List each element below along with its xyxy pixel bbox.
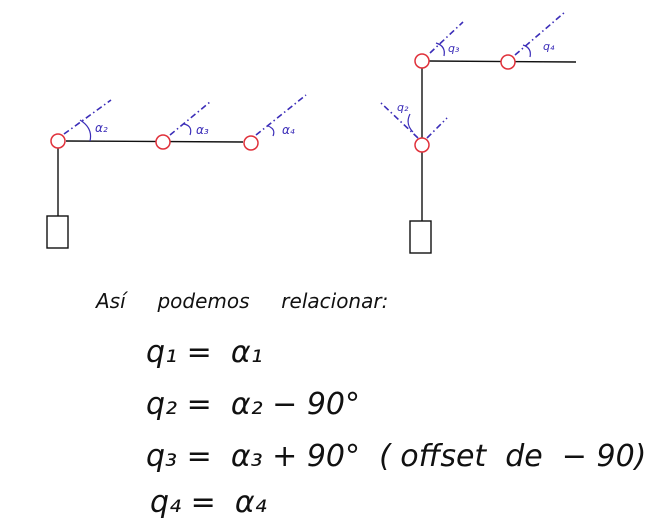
left-joint-3 (243, 135, 259, 151)
right-base-block (409, 220, 432, 254)
right-arc-q3 (435, 42, 445, 57)
right-joint-3 (500, 54, 516, 70)
equation-q2: q₂ = α₂ − 90° (146, 387, 360, 422)
left-arm-diagram: α₂ α₃ α₄ (46, 94, 307, 249)
left-label-alpha2: α₂ (95, 121, 108, 135)
left-arc-alpha2 (79, 119, 92, 142)
left-base-block (46, 215, 69, 249)
left-arc-alpha4 (267, 125, 275, 137)
left-joint-1 (50, 133, 66, 149)
right-label-q3: q₃ (448, 42, 460, 55)
equations-block: Así podemos relacionar: q₁ = α₁ q₂ = α₂ … (94, 289, 646, 520)
right-axis-q2-left (380, 102, 419, 139)
left-axis-alpha2 (63, 99, 112, 135)
equation-q3: q₃ = α₃ + 90° ( offset de − 90) (146, 439, 646, 474)
left-label-alpha3: α₃ (196, 123, 209, 137)
equation-q4: q₄ = α₄ (150, 485, 267, 520)
right-arc-q4 (522, 44, 531, 58)
left-joint-2 (155, 134, 171, 150)
right-joint-2 (414, 53, 430, 69)
left-axis-alpha3 (169, 101, 211, 136)
right-arc-q2 (407, 113, 414, 133)
right-axis-q4 (514, 11, 566, 56)
right-label-q4: q₄ (543, 40, 555, 53)
right-joint-1 (414, 137, 430, 153)
left-label-alpha4: α₄ (282, 123, 295, 137)
right-arm-diagram: q₂ q₃ q₄ (380, 11, 577, 254)
right-label-q2: q₂ (397, 101, 409, 114)
left-horizontal-link (65, 140, 244, 143)
right-axis-q3 (429, 21, 464, 54)
intro-text: Así podemos relacionar: (94, 289, 388, 313)
left-axis-alpha4 (255, 94, 307, 136)
right-axis-q2-right (426, 117, 448, 139)
left-arc-alpha3 (183, 123, 192, 136)
equation-q1: q₁ = α₁ (146, 335, 263, 370)
